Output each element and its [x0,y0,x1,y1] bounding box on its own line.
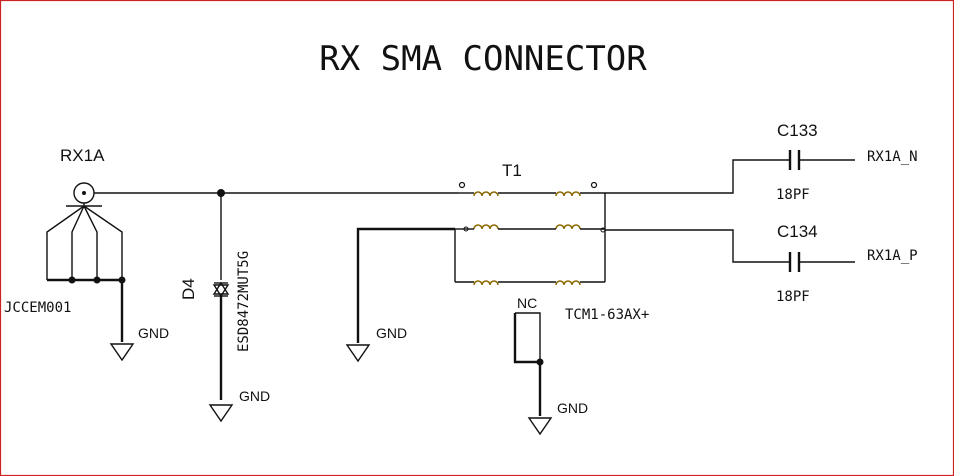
gnd-symbol-connector [109,343,135,362]
d4-esd-diode[interactable] [212,193,230,400]
connector-center-pin [82,191,86,195]
gnd-label-nc: GND [557,400,588,416]
gnd-trace-transformer [356,227,455,343]
gnd-label-transformer: GND [376,325,407,341]
c134-value-label: 18PF [776,289,810,305]
c134-ref-label: C134 [777,222,818,241]
transformer-ref-label: T1 [502,161,522,180]
t1-transformer[interactable] [454,181,606,286]
rx1a-connector[interactable] [46,182,126,342]
gnd-symbol-transformer [345,344,371,363]
diode-ref-label: D4 [179,278,198,300]
gnd-label-connector: GND [138,325,169,341]
trace-to-c134 [605,229,790,263]
connector-ref-label: RX1A [60,146,105,165]
schematic-title: RX SMA CONNECTOR [319,39,647,79]
nc-stub [513,312,544,416]
transformer-part-label: TCM1-63AX+ [565,307,649,323]
capacitor-c133[interactable] [788,150,801,170]
gnd-label-diode: GND [239,388,270,404]
nc-label: NC [517,295,537,311]
c133-ref-label: C133 [777,121,818,140]
net-label-rx1a-n: RX1A_N [867,149,918,165]
net-label-rx1a-p: RX1A_P [867,248,918,264]
gnd-symbol-nc [527,417,553,436]
capacitor-c134[interactable] [788,252,801,272]
diode-part-label: ESD8472MUT5G [236,251,252,352]
c133-value-label: 18PF [776,187,810,203]
connector-part-label: JCCEM001 [4,300,71,316]
gnd-symbol-diode [208,404,234,423]
trace-to-c133 [605,159,790,194]
